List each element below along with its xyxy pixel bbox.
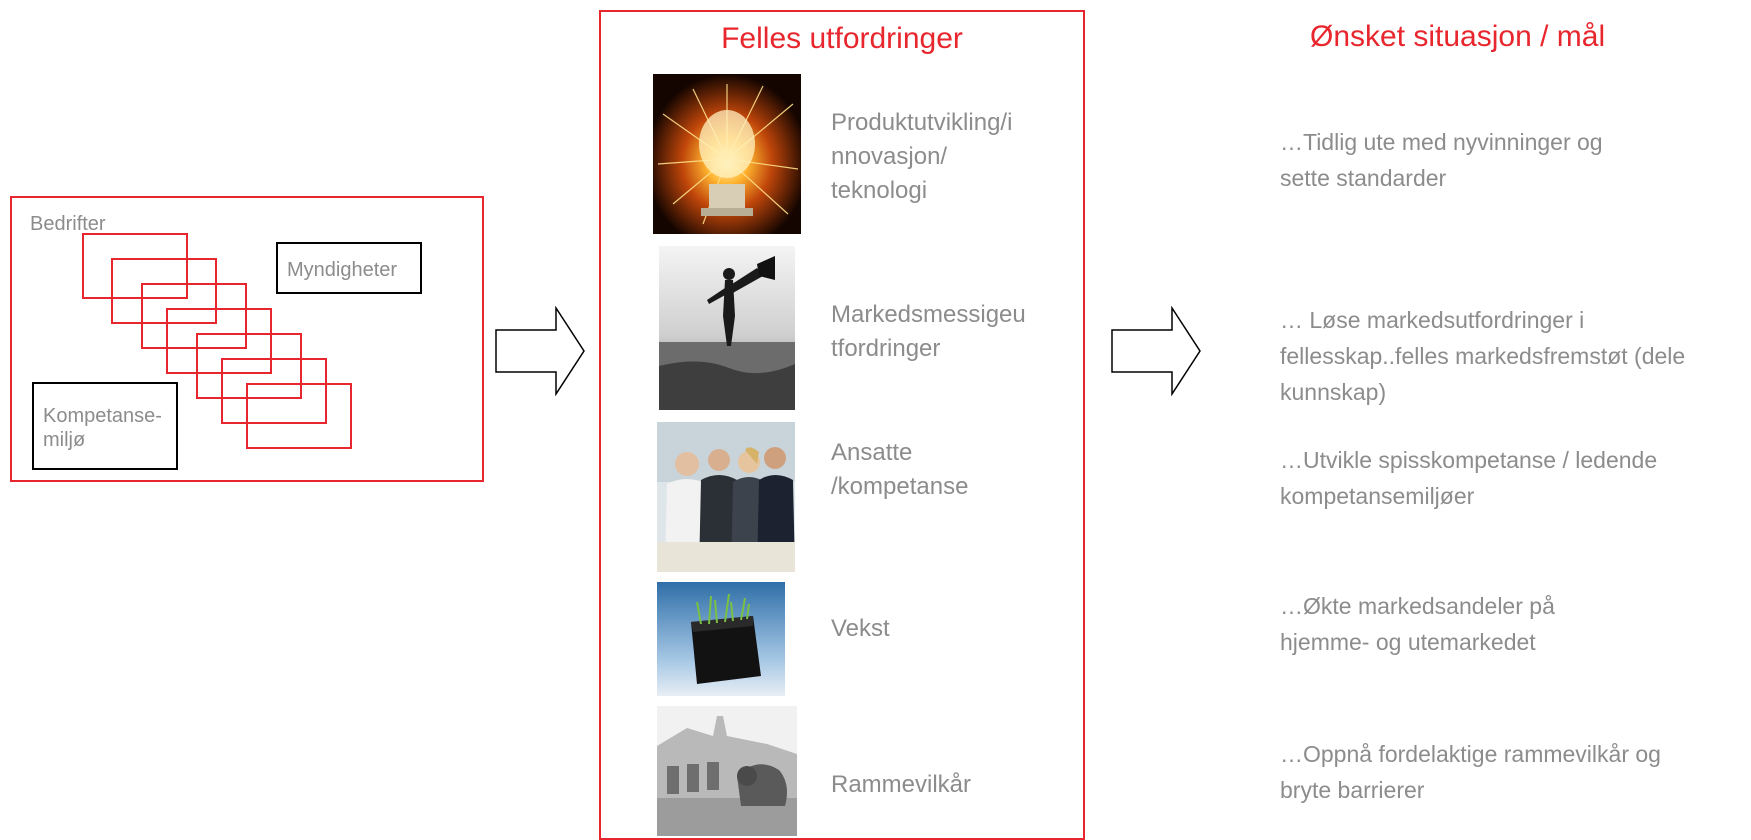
company-rect [82,233,188,299]
megaphone-person-photo [659,246,795,410]
goal-item: … Løse markedsutfordringer i fellesskap.… [1280,307,1686,405]
company-rect [141,283,247,349]
goal-item: …Tidlig ute med nyvinninger og sette sta… [1280,129,1603,191]
authorities-label: Myndigheter [287,259,398,281]
ecosystem-box: Bedrifter Myndigheter Kompetanse- miljø [10,196,484,482]
companies-cluster [82,233,352,449]
authorities-box: Myndigheter [276,242,422,294]
company-rect [196,333,302,399]
company-rect [221,358,327,424]
challenge-label: Ansatte /kompetanse [831,439,969,500]
goals-title: Ønsket situasjon / mål [1310,20,1606,53]
lightbulb-sparks-photo [653,74,801,234]
challenges-box: Felles utfordringer [599,10,1085,840]
challenge-label: Rammevilkår [831,771,972,798]
challenge-label: Vekst [831,615,890,642]
competence-label: Kompetanse- miljø [43,405,162,451]
arrow-right-icon [1111,306,1201,396]
business-team-photo [657,422,795,572]
company-rect [111,258,217,324]
wallet-grass-photo [657,582,785,696]
challenge-label: Markedsmessigeu tfordringer [831,301,1026,362]
companies-label: Bedrifter [30,213,106,235]
goal-item: …Oppnå fordelaktige rammevilkår og bryte… [1280,741,1661,803]
challenges-title: Felles utfordringer [721,22,963,55]
arrow-right-icon [495,306,585,396]
parliament-lion-photo [657,706,797,836]
goal-item: …Økte markedsandeler på hjemme- og utema… [1280,593,1555,655]
challenge-label: Produktutvikling/i nnovasjon/ teknologi [831,109,1013,204]
company-rect [166,308,272,374]
goal-item: …Utvikle spisskompetanse / ledende kompe… [1280,447,1658,509]
company-rect [246,383,352,449]
competence-box: Kompetanse- miljø [32,382,178,470]
